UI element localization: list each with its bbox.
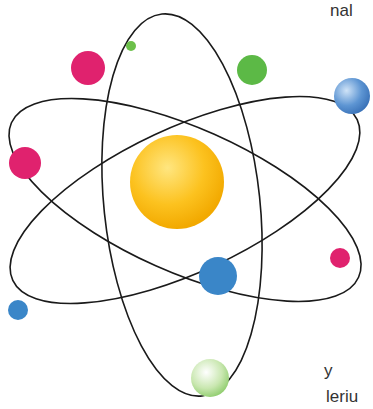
text-fragment: y xyxy=(324,362,333,379)
orbit xyxy=(0,54,373,345)
electron xyxy=(191,359,229,397)
electron xyxy=(126,41,136,51)
text-fragment: leriu xyxy=(326,388,358,405)
electron xyxy=(8,300,28,320)
text-fragment: nal xyxy=(330,2,353,19)
electron xyxy=(237,55,267,85)
nucleus xyxy=(130,135,224,229)
electron xyxy=(71,51,105,85)
electron xyxy=(334,78,370,114)
orbit xyxy=(84,6,279,404)
orbit-lines xyxy=(0,6,373,404)
electron xyxy=(199,257,237,295)
electron xyxy=(330,248,350,268)
electron xyxy=(9,147,41,179)
